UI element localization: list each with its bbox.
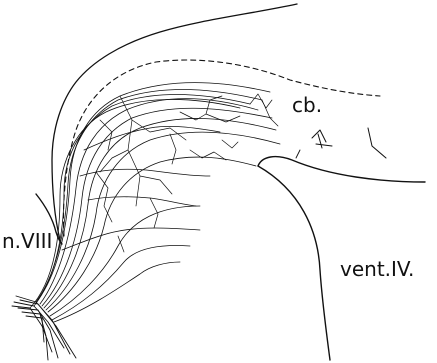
branch: [206, 96, 222, 114]
fiber: [80, 169, 210, 176]
tuft-marking: [312, 130, 332, 148]
label-nerve: n.VIII: [2, 229, 52, 253]
ventricle-wall: [258, 157, 425, 182]
fiber: [62, 228, 200, 250]
label-cerebellum: cb.: [292, 93, 322, 117]
fiber: [84, 126, 220, 150]
fiber: [46, 132, 280, 310]
fiber: [40, 99, 258, 304]
root-fiber: [22, 312, 48, 360]
branch: [100, 120, 112, 150]
label-ventricle: vent.IV.: [340, 257, 414, 281]
fiber: [34, 95, 250, 307]
branch: [262, 100, 278, 126]
fiber-bundle: [30, 83, 280, 322]
root-fiber: [14, 302, 64, 348]
fiber: [38, 83, 270, 300]
short-stroke: [368, 128, 386, 158]
fiber: [52, 246, 190, 320]
ventricle-lower-wall: [258, 166, 330, 360]
branch: [140, 176, 172, 194]
fiber: [54, 262, 180, 322]
short-stroke: [296, 150, 300, 158]
root-fiber: [18, 308, 58, 358]
branch: [222, 140, 238, 148]
fiber: [30, 99, 240, 308]
nerve-root-sheaf: [12, 296, 76, 360]
branch: [100, 150, 128, 172]
cb-markings: [296, 128, 386, 158]
fiber: [48, 157, 256, 312]
branch: [250, 94, 272, 108]
collateral-branches: [96, 94, 278, 252]
